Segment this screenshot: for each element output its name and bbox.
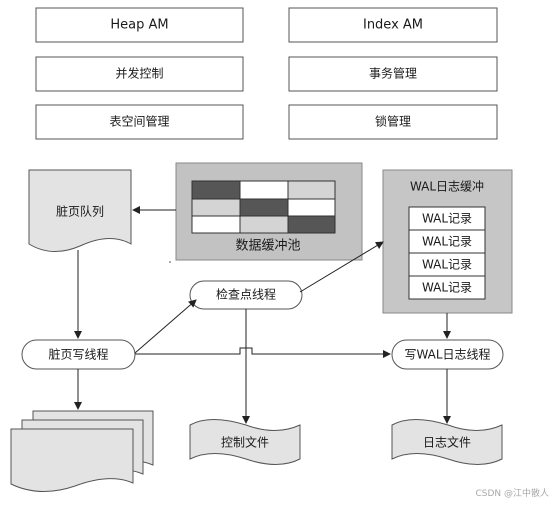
module-concurrency-control-label: 并发控制 <box>115 66 163 81</box>
wal-record: WAL记录 <box>408 229 486 254</box>
wal-writer-thread-label: 写WAL日志线程 <box>404 347 490 362</box>
wal-record: WAL记录 <box>408 275 486 300</box>
module-heap-am-label: Heap AM <box>110 18 168 33</box>
wal-writer-thread: 写WAL日志线程 <box>391 339 504 370</box>
wal-record-label: WAL记录 <box>422 258 472 272</box>
module-lock-management: 锁管理 <box>288 104 498 140</box>
module-index-am: Index AM <box>288 7 498 43</box>
module-tablespace-management-label: 表空间管理 <box>109 114 169 129</box>
checkpoint-thread-label: 检查点线程 <box>216 287 276 302</box>
data-files-stack <box>10 410 154 493</box>
buffer-page-cell <box>191 215 241 234</box>
module-tablespace-management: 表空间管理 <box>35 104 244 140</box>
arrow-writer-to-checkpoint <box>134 299 197 354</box>
buffer-page-cell <box>287 180 336 200</box>
wal-log-buffer-title: WAL日志缓冲 <box>410 179 484 194</box>
buffer-page-cell <box>239 180 289 200</box>
log-file-label: 日志文件 <box>423 435 471 450</box>
wal-log-buffer: WAL日志缓冲 WAL记录 WAL记录 WAL记录 WAL记录 <box>382 169 513 314</box>
log-file: 日志文件 <box>391 419 503 465</box>
buffer-page-cell <box>239 198 289 217</box>
buffer-page-cell <box>239 215 289 234</box>
arrow-writer-to-wal-writer <box>135 347 391 358</box>
buffer-page-cell <box>191 180 241 200</box>
module-lock-management-label: 锁管理 <box>375 114 411 129</box>
buffer-page-cell <box>191 198 241 217</box>
module-index-am-label: Index AM <box>363 18 423 33</box>
dirty-page-queue: 脏页队列 <box>28 169 132 252</box>
wal-record: WAL记录 <box>408 252 486 277</box>
module-heap-am: Heap AM <box>35 7 244 43</box>
buffer-page-cell <box>287 215 336 234</box>
wal-record: WAL记录 <box>408 206 486 231</box>
buffer-page-cell <box>287 198 336 217</box>
arrow-checkpoint-to-wal-buffer <box>299 241 384 293</box>
small-dot-marker <box>169 261 171 263</box>
module-concurrency-control: 并发控制 <box>35 56 244 92</box>
data-buffer-pool: 数据缓冲池 <box>175 162 363 261</box>
wal-record-label: WAL记录 <box>422 212 472 226</box>
control-file-label: 控制文件 <box>221 435 269 450</box>
dirty-page-writer-thread-label: 脏页写线程 <box>48 347 108 362</box>
wal-record-label: WAL记录 <box>422 281 472 295</box>
dirty-page-queue-label: 脏页队列 <box>56 204 104 219</box>
wal-record-label: WAL记录 <box>422 235 472 249</box>
control-file: 控制文件 <box>189 419 301 465</box>
data-buffer-pool-label: 数据缓冲池 <box>235 239 300 254</box>
module-transaction-management: 事务管理 <box>288 56 498 92</box>
checkpoint-thread: 检查点线程 <box>189 280 303 310</box>
module-transaction-management-label: 事务管理 <box>369 66 417 81</box>
watermark: CSDN @江中散人 <box>475 489 549 499</box>
dirty-page-writer-thread: 脏页写线程 <box>21 339 136 370</box>
